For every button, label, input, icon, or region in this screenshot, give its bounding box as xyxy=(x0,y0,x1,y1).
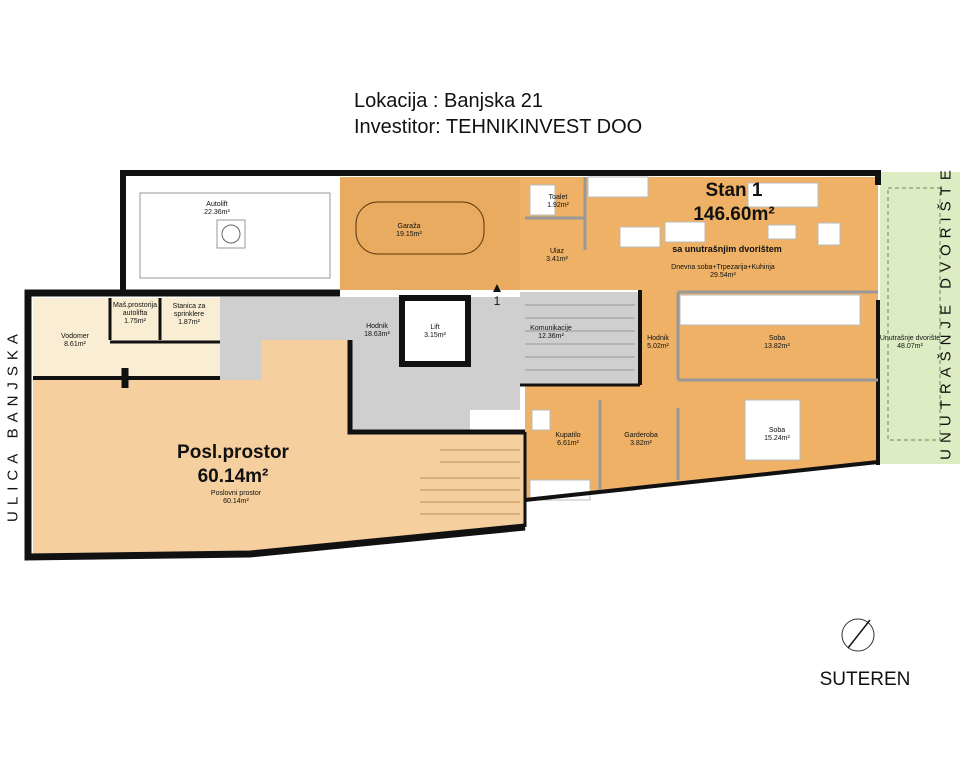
autolift-piston xyxy=(221,224,241,244)
business-area xyxy=(33,340,525,555)
level-label: SUTEREN xyxy=(819,669,911,690)
business-area-label: 60.14m² xyxy=(197,466,269,487)
car-icon xyxy=(355,201,485,255)
garage-area xyxy=(340,177,520,290)
entrance-arrow-icon xyxy=(493,284,501,292)
furniture xyxy=(529,176,861,501)
location-title: Lokacija : Banjska 21 xyxy=(354,90,544,112)
investor-title: Investitor: TEHNIKINVEST DOO xyxy=(354,116,643,138)
north-arrow-icon xyxy=(841,618,875,652)
autolift-area xyxy=(130,177,340,290)
apartment-title: Stan 1 xyxy=(705,180,763,201)
walls xyxy=(24,170,881,561)
courtyard-label: UNUTRAŠNJE DVORIŠTE xyxy=(937,164,955,460)
stairs-icon xyxy=(525,304,635,371)
apartment-area-label: 146.60m² xyxy=(693,204,775,225)
apartment-subtitle: sa unutrašnjim dvorištem xyxy=(672,244,782,254)
entrance-marker: 1 xyxy=(493,294,501,308)
business-title: Posl.prostor xyxy=(177,442,289,463)
courtyard-area xyxy=(880,172,960,464)
street-label: ULICA BANJSKA xyxy=(4,328,22,522)
business-stairs-icon xyxy=(420,449,520,515)
utility-area xyxy=(33,298,223,376)
lift-shaft xyxy=(399,295,471,367)
courtyard-boundary xyxy=(887,187,941,441)
autolift-platform xyxy=(139,192,331,279)
